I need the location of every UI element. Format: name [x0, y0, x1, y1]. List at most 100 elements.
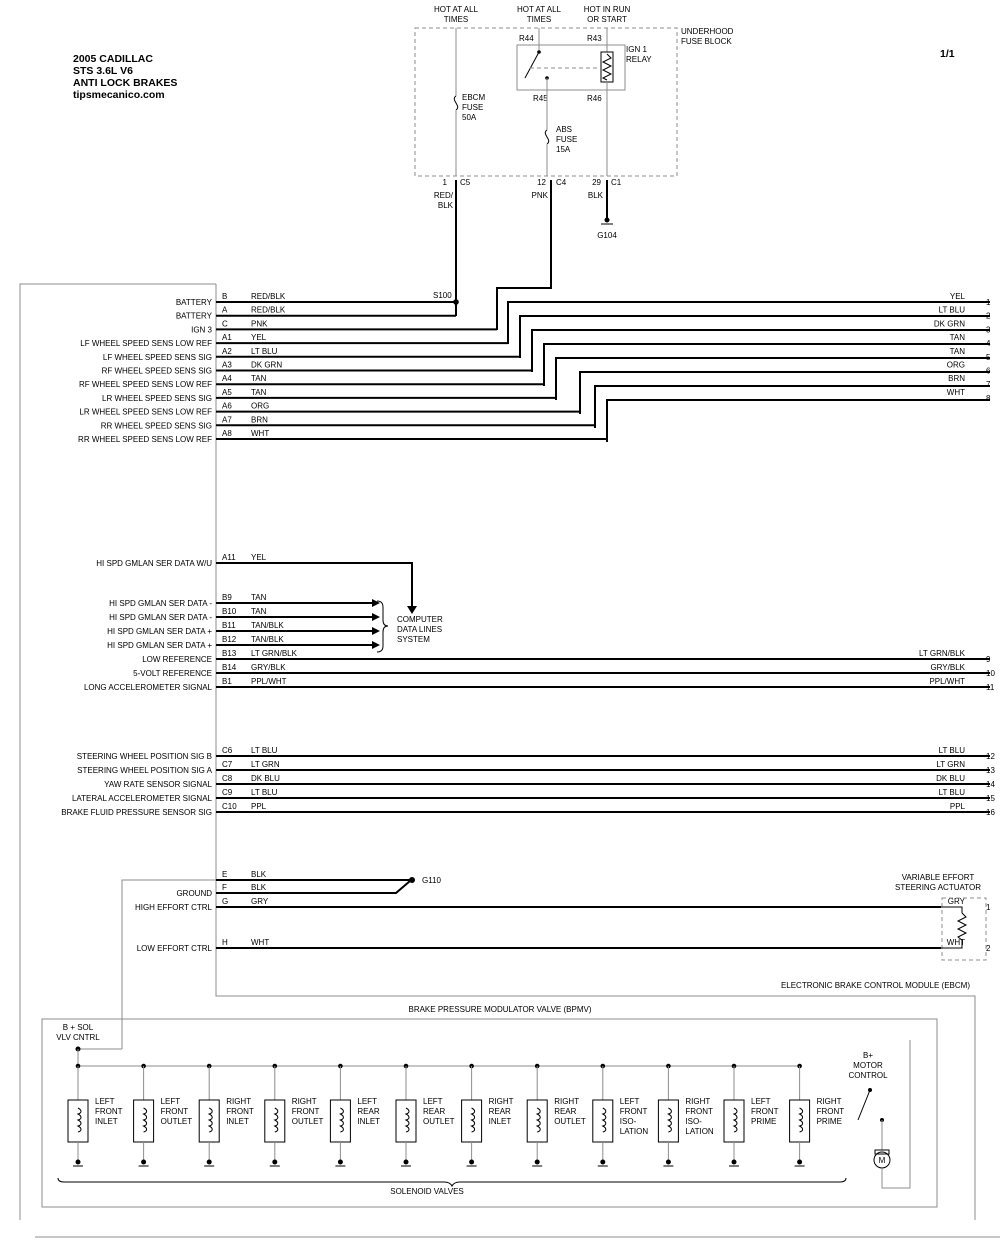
header-line-3: ANTI LOCK BRAKES — [73, 77, 177, 89]
sensor-label-1: STEERING WHEEL POSITION SIG A — [77, 766, 213, 775]
solenoid-ground-icon-1 — [141, 1159, 147, 1165]
pin-color-6: TAN — [251, 374, 267, 383]
pin-color-7: TAN — [251, 388, 267, 397]
pin-color-4: LT BLU — [251, 347, 278, 356]
route-a5 — [555, 357, 990, 400]
pin-id-9: A7 — [222, 415, 232, 424]
route-a7 — [594, 385, 990, 428]
gmlan-arrow-icon-1 — [372, 613, 380, 621]
solenoid-box-8 — [592, 1099, 614, 1143]
pin-label-1: BATTERY — [176, 312, 213, 321]
solenoid-label-8-2: ISO- — [620, 1117, 637, 1126]
solenoid-coil-icon-7 — [535, 1107, 541, 1133]
solenoid-ground-icon-11 — [797, 1159, 803, 1165]
data-system-3: SYSTEM — [397, 635, 430, 644]
actuator-coil-icon — [956, 912, 968, 941]
solenoid-coil-icon-4 — [338, 1107, 344, 1133]
solenoid-coil-icon-0 — [76, 1107, 82, 1133]
gmlan-wakeup-label: HI SPD GMLAN SER DATA W/U — [96, 559, 212, 568]
pin-id-6: A4 — [222, 374, 232, 383]
bottom-num-3: 2 — [986, 944, 991, 953]
gmlan-label-0: HI SPD GMLAN SER DATA - — [109, 599, 212, 608]
conn-c5-color-1: RED/ — [434, 191, 454, 200]
solenoid-label-11-2: PRIME — [817, 1117, 842, 1126]
solenoid-box-6 — [461, 1099, 483, 1143]
solenoid-label-6-2: INLET — [489, 1117, 512, 1126]
pin-label-5: RF WHEEL SPEED SENS SIG — [102, 367, 212, 376]
supply-col-1-line-2: TIMES — [444, 15, 468, 24]
sensor-num-3: 15 — [986, 794, 995, 803]
solenoid-box-7 — [526, 1099, 548, 1143]
pin-right-color-2: YEL — [950, 292, 966, 301]
solenoid-coil-icon-3 — [273, 1107, 279, 1133]
actuator-label-1: VARIABLE EFFORT — [902, 873, 975, 882]
g104-label: G104 — [597, 231, 617, 240]
bsol-label-2: VLV CNTRL — [56, 1033, 100, 1042]
gmlan-pin-6: B1 — [222, 677, 232, 686]
solenoid-ground-icon-6 — [469, 1159, 475, 1165]
bottom-pin-0: E — [222, 870, 227, 879]
abs-fuse-label-3: 15A — [556, 145, 571, 154]
solenoid-label-4-2: INLET — [357, 1117, 380, 1126]
solenoid-ground-icon-3 — [272, 1159, 278, 1165]
pin-color-1: RED/BLK — [251, 306, 286, 315]
pin-right-color-9: WHT — [947, 388, 965, 397]
gmlan-pin-3: B12 — [222, 635, 237, 644]
data-system-2: DATA LINES — [397, 625, 442, 634]
solenoid-ground-icon-5 — [403, 1159, 409, 1165]
solenoid-coil-icon-6 — [470, 1107, 476, 1133]
pin-id-7: A5 — [222, 388, 232, 397]
gmlan-num-6: 11 — [986, 683, 995, 692]
g110-ground: G110 — [121, 876, 442, 1049]
pnk-feed — [496, 180, 552, 330]
solenoid-ground-icon-0 — [75, 1159, 81, 1165]
gmlan-pin-4: B13 — [222, 649, 237, 658]
pin-label-6: RF WHEEL SPEED SENS LOW REF — [79, 380, 212, 389]
bottom-color-0: BLK — [251, 870, 267, 879]
header-line-1: 2005 CADILLAC — [73, 53, 153, 65]
pin-right-color-8: BRN — [948, 374, 965, 383]
abs-fuse-symbol — [544, 129, 550, 145]
solenoid-box-2 — [198, 1099, 220, 1143]
bottom-color-1: BLK — [251, 883, 267, 892]
diagram-header: 2005 CADILLAC STS 3.6L V6 ANTI LOCK BRAK… — [73, 48, 955, 101]
pin-color-5: DK GRN — [251, 361, 282, 370]
gmlan-label-5: 5-VOLT REFERENCE — [133, 669, 212, 678]
sensor-num-2: 14 — [986, 780, 995, 789]
sensor-color-2: DK BLU — [251, 774, 280, 783]
bpmv: BRAKE PRESSURE MODULATOR VALVE (BPMV) B … — [41, 1005, 938, 1208]
relay-coil-symbol — [601, 53, 613, 81]
bottom-label-1: GROUND — [176, 889, 212, 898]
bsol-feed-wire — [121, 879, 216, 1049]
conn-c1-pin: 29 — [592, 178, 601, 187]
gmlan-label-6: LONG ACCELEROMETER SIGNAL — [84, 683, 213, 692]
solenoid-label-9-0: RIGHT — [685, 1097, 710, 1106]
ign1-relay-box — [516, 44, 626, 91]
route-a8 — [606, 399, 990, 442]
solenoid-label-10-1: FRONT — [751, 1107, 779, 1116]
terminal-r43: R43 — [587, 34, 602, 43]
terminal-r46: R46 — [587, 94, 602, 103]
pin-id-8: A6 — [222, 402, 232, 411]
gmlan-arrow-icon-0 — [372, 599, 380, 607]
g110-ground-icon — [409, 877, 415, 883]
solenoid-label-6-1: REAR — [489, 1107, 511, 1116]
bottom-pin-1: F — [222, 883, 227, 892]
gmlan-color-3: TAN/BLK — [251, 635, 284, 644]
actuator-label-2: STEERING ACTUATOR — [895, 883, 981, 892]
solenoid-group: LEFTFRONTINLETLEFTFRONTOUTLETRIGHTFRONTI… — [67, 1063, 844, 1167]
pin-id-2: C — [222, 319, 228, 328]
actuator-coil-bottom — [941, 940, 963, 949]
pin-id-10: A8 — [222, 429, 232, 438]
solenoid-label-7-2: OUTLET — [554, 1117, 586, 1126]
bottom-right-color-2: GRY — [948, 897, 966, 906]
solenoid-coil-icon-5 — [404, 1107, 410, 1133]
pin-right-color-3: LT BLU — [939, 306, 966, 315]
solenoid-label-1-0: LEFT — [161, 1097, 181, 1106]
gmlan-wakeup-arrow-icon — [407, 606, 417, 614]
sensor-color-1: LT GRN — [251, 760, 280, 769]
bottom-color-3: WHT — [251, 938, 269, 947]
terminal-r44: R44 — [519, 34, 534, 43]
supply-col-2-line-1: HOT AT ALL — [517, 5, 562, 14]
